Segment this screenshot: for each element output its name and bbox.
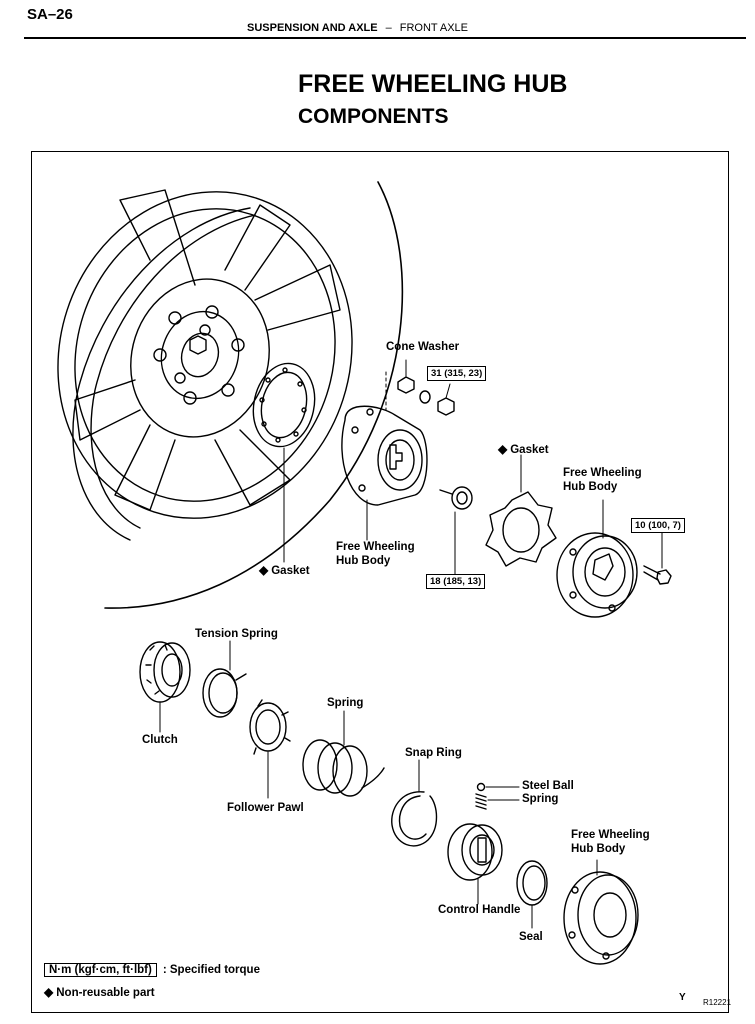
tension-spring	[202, 668, 247, 718]
non-reusable-icon: ◆	[44, 985, 54, 999]
washer-and-nut	[419, 383, 455, 416]
label-control-handle: Control Handle	[438, 904, 521, 916]
legend-torque-text: : Specified torque	[162, 964, 260, 976]
torque-nut: 31 (315, 23)	[427, 366, 487, 381]
snap-ring	[391, 791, 438, 847]
steel-ball	[476, 782, 486, 792]
follower-pawl	[249, 699, 291, 755]
stud	[439, 486, 473, 510]
running-header: SUSPENSION AND AXLE–FRONT AXLE	[247, 22, 468, 34]
cone-washer	[385, 359, 415, 411]
non-reusable-icon: ◆	[259, 563, 269, 577]
torque-bolt: 10 (100, 7)	[631, 518, 685, 533]
label-gasket-upper: ◆Gasket	[498, 442, 549, 456]
label-steel-ball: Steel Ball	[522, 780, 574, 792]
label-tension-spring: Tension Spring	[195, 628, 278, 640]
legend-non-reusable-text: Non-reusable part	[56, 987, 155, 999]
non-reusable-icon: ◆	[498, 442, 508, 456]
hub-body-lower	[563, 871, 639, 965]
page-title: FREE WHEELING HUB	[298, 70, 568, 98]
legend-non-reusable: ◆Non-reusable part	[44, 985, 155, 999]
label-gasket-lower: ◆Gasket	[259, 563, 310, 577]
wheel-hub	[153, 305, 245, 405]
label-clutch: Clutch	[142, 734, 178, 746]
label-seal: Seal	[519, 931, 543, 943]
label-hub-body-lower: Free Wheeling Hub Body	[571, 829, 650, 855]
torque-stud: 18 (185, 13)	[426, 574, 486, 589]
figure-code-letter: Y	[679, 992, 686, 1003]
label-snap-ring: Snap Ring	[405, 747, 462, 759]
page-subtitle: COMPONENTS	[298, 105, 449, 128]
label-follower-pawl: Follower Pawl	[227, 802, 304, 814]
legend-torque: N·m (kgf·cm, ft·lbf) : Specified torque	[44, 963, 260, 977]
clutch	[139, 641, 191, 703]
wheel-disc	[57, 189, 353, 519]
label-spring-main: Spring	[327, 697, 364, 709]
header-separator: –	[385, 22, 392, 34]
label-spring-small: Spring	[522, 793, 559, 805]
header-rule	[24, 37, 746, 39]
legend-torque-unit: N·m (kgf·cm, ft·lbf)	[44, 963, 157, 977]
gasket-star	[485, 491, 557, 567]
gasket-hub-ring	[252, 362, 316, 448]
control-handle	[447, 823, 503, 881]
label-hub-body-right: Free Wheeling Hub Body	[563, 467, 642, 493]
label-hub-body-center: Free Wheeling Hub Body	[336, 541, 415, 567]
tire-outline	[72, 181, 404, 609]
section-title: SUSPENSION AND AXLE	[247, 22, 378, 34]
subsection-title: FRONT AXLE	[399, 22, 468, 34]
diagram-frame	[31, 151, 729, 1013]
seal	[516, 860, 548, 906]
page-number: SA–26	[27, 6, 73, 23]
hub-body-right	[556, 532, 638, 618]
label-cone-washer: Cone Washer	[386, 341, 460, 353]
coil-spring	[302, 739, 385, 797]
bolt	[643, 565, 672, 585]
small-spring	[475, 793, 487, 810]
figure-code: R12221	[703, 998, 732, 1007]
hub-body-center	[341, 405, 428, 506]
